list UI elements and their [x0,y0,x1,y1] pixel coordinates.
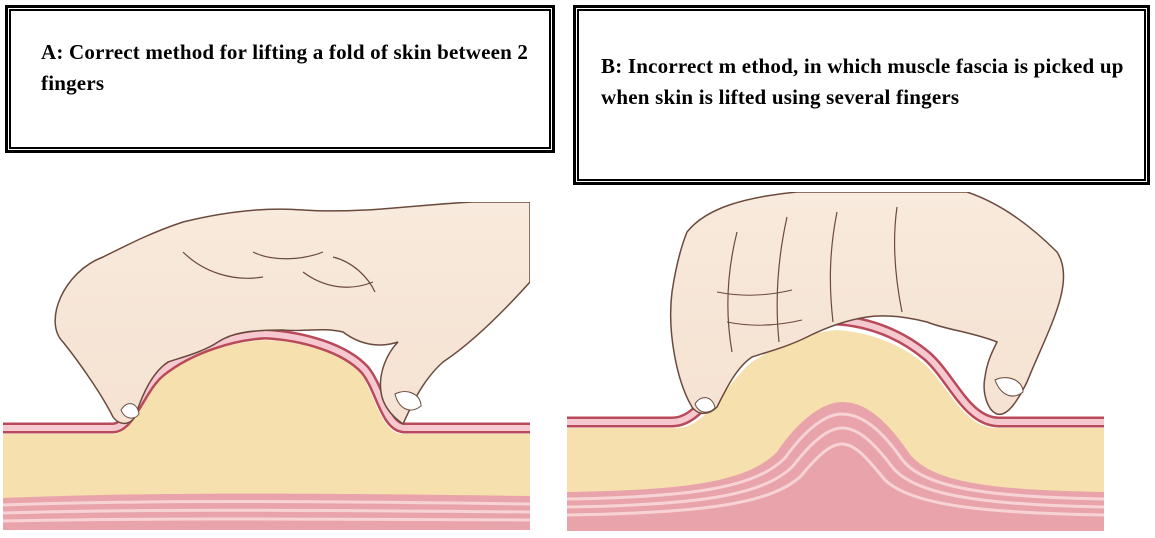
skin-fold-several-fingers-icon [567,192,1104,531]
skin-fold-two-fingers-icon [3,202,530,532]
incorrect-technique-illustration [567,192,1104,531]
caption-box-b: B: Incorrect m ethod, in which muscle fa… [573,5,1150,185]
caption-box-a: A: Correct method for lifting a fold of … [5,5,555,153]
caption-a-text: A: Correct method for lifting a fold of … [41,37,531,99]
caption-b-text: B: Incorrect m ethod, in which muscle fa… [601,51,1136,113]
correct-technique-illustration [3,202,530,532]
